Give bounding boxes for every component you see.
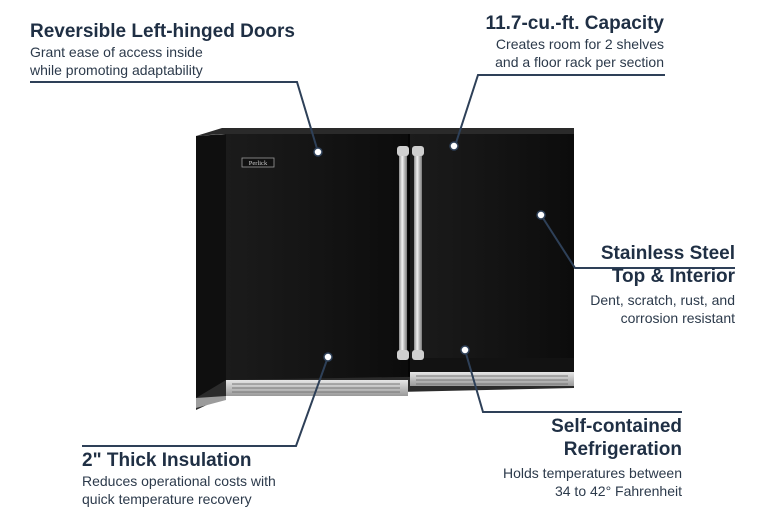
callout-steel-title-1: Stainless Steel: [600, 243, 735, 264]
cabinet-left-side: [196, 134, 226, 400]
refrigerator: Perlick: [196, 128, 574, 410]
callout-dots: [313, 141, 546, 362]
right-door: [410, 134, 574, 360]
callout-steel-desc-2: corrosion resistant: [620, 310, 735, 326]
callout-refrigeration-desc-1: Holds temperatures between: [503, 465, 682, 481]
callout-capacity-desc-2: and a floor rack per section: [495, 54, 664, 70]
callout-steel-desc-1: Dent, scratch, rust, and: [590, 292, 735, 308]
callout-capacity: 11.7-cu.-ft. Capacity Creates room for 2…: [486, 12, 664, 71]
callout-insulation-desc-2: quick temperature recovery: [82, 491, 252, 507]
callout-refrigeration-title-2: Refrigeration: [563, 439, 682, 460]
leader-lines: [30, 74, 735, 447]
leader-refrigeration: [464, 349, 682, 413]
callout-doors: Reversible Left-hinged Doors Grant ease …: [30, 20, 295, 79]
dot-refrigeration: [460, 345, 470, 355]
leader-capacity: [454, 74, 665, 147]
brand-badge: Perlick: [241, 157, 275, 168]
callout-refrigeration: Self-contained Refrigeration Holds tempe…: [503, 415, 682, 500]
right-door-handle: [412, 146, 424, 360]
left-door: [226, 134, 408, 380]
leader-doors: [30, 81, 319, 153]
callout-refrigeration-title-1: Self-contained: [551, 416, 682, 437]
callout-refrigeration-desc-2: 34 to 42° Fahrenheit: [554, 483, 682, 499]
leader-insulation: [82, 356, 329, 447]
callout-capacity-title: 11.7-cu.-ft. Capacity: [485, 13, 664, 34]
left-door-handle: [397, 146, 409, 360]
dot-doors: [313, 147, 323, 157]
dot-capacity: [449, 141, 459, 151]
dot-insulation: [323, 352, 333, 362]
callout-capacity-desc-1: Creates room for 2 shelves: [495, 36, 664, 52]
leader-steel: [540, 214, 735, 269]
callout-doors-title: Reversible Left-hinged Doors: [30, 21, 295, 42]
callout-doors-desc-2: while promoting adaptability: [30, 62, 203, 78]
callout-steel-title-2: Top & Interior: [611, 266, 735, 287]
callout-steel: Stainless Steel Top & Interior Dent, scr…: [590, 242, 735, 327]
callout-doors-desc-1: Grant ease of access inside: [30, 44, 203, 60]
callout-insulation-title: 2" Thick Insulation: [82, 450, 252, 471]
brand-text: Perlick: [249, 160, 268, 167]
callout-insulation: 2" Thick Insulation Reduces operational …: [82, 449, 276, 508]
callout-insulation-desc-1: Reduces operational costs with: [82, 473, 276, 489]
dot-steel: [536, 210, 546, 220]
